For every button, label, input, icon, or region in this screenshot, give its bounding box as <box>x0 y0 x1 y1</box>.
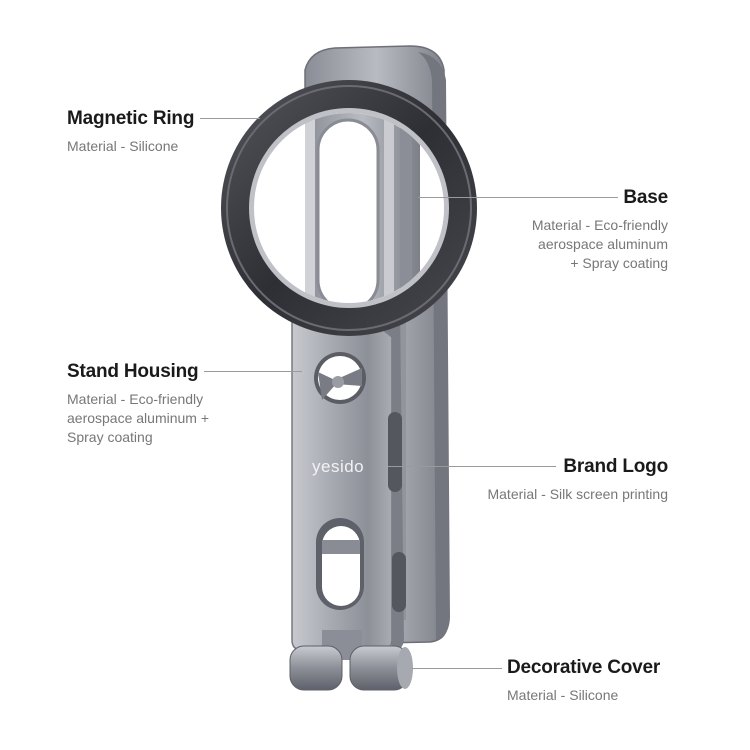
leader-line-brand-logo <box>388 466 556 467</box>
callout-magnetic-ring: Magnetic Ring Material - Silicone <box>67 107 194 156</box>
callout-base: Base Material - Eco-friendly aerospace a… <box>532 186 668 273</box>
magnetic-ring-title: Magnetic Ring <box>67 108 195 129</box>
desc-line: Material - Silicone <box>507 687 619 703</box>
magnetic-ring <box>221 80 477 336</box>
base-desc: Material - Eco-friendly aerospace alumin… <box>532 216 668 273</box>
desc-line: aerospace aluminum <box>538 236 668 252</box>
leader-line-magnetic-ring <box>200 118 260 119</box>
decorative-cover-hinge <box>289 630 413 691</box>
callout-stand-housing: Stand Housing Material - Eco-friendly ae… <box>67 360 209 447</box>
brand-logo-text: yesido <box>312 457 364 476</box>
brand-logo-desc: Material - Silk screen printing <box>487 485 668 504</box>
leader-line-decorative-cover <box>412 668 502 669</box>
decorative-cover-desc: Material - Silicone <box>507 686 660 705</box>
desc-line: Spray coating <box>67 429 153 445</box>
decorative-cover-title: Decorative Cover <box>507 657 661 678</box>
callout-brand-logo: Brand Logo Material - Silk screen printi… <box>487 455 668 504</box>
brand-logo-title: Brand Logo <box>563 456 668 477</box>
magnetic-ring-desc: Material - Silicone <box>67 137 194 156</box>
desc-line: aerospace aluminum + <box>67 410 210 426</box>
leader-line-base <box>418 197 618 198</box>
stand-housing <box>291 289 406 652</box>
desc-line: Material - Eco-friendly <box>531 217 668 233</box>
base-title: Base <box>623 187 668 208</box>
desc-line: + Spray coating <box>570 255 668 271</box>
desc-line: Material - Silicone <box>67 138 179 154</box>
desc-line: Material - Eco-friendly <box>67 391 204 407</box>
desc-line: Material - Silk screen printing <box>487 486 668 502</box>
leader-line-stand-housing <box>204 371 302 372</box>
callout-decorative-cover: Decorative Cover Material - Silicone <box>507 656 660 705</box>
stand-housing-title: Stand Housing <box>67 361 199 382</box>
stand-housing-desc: Material - Eco-friendly aerospace alumin… <box>67 390 209 447</box>
